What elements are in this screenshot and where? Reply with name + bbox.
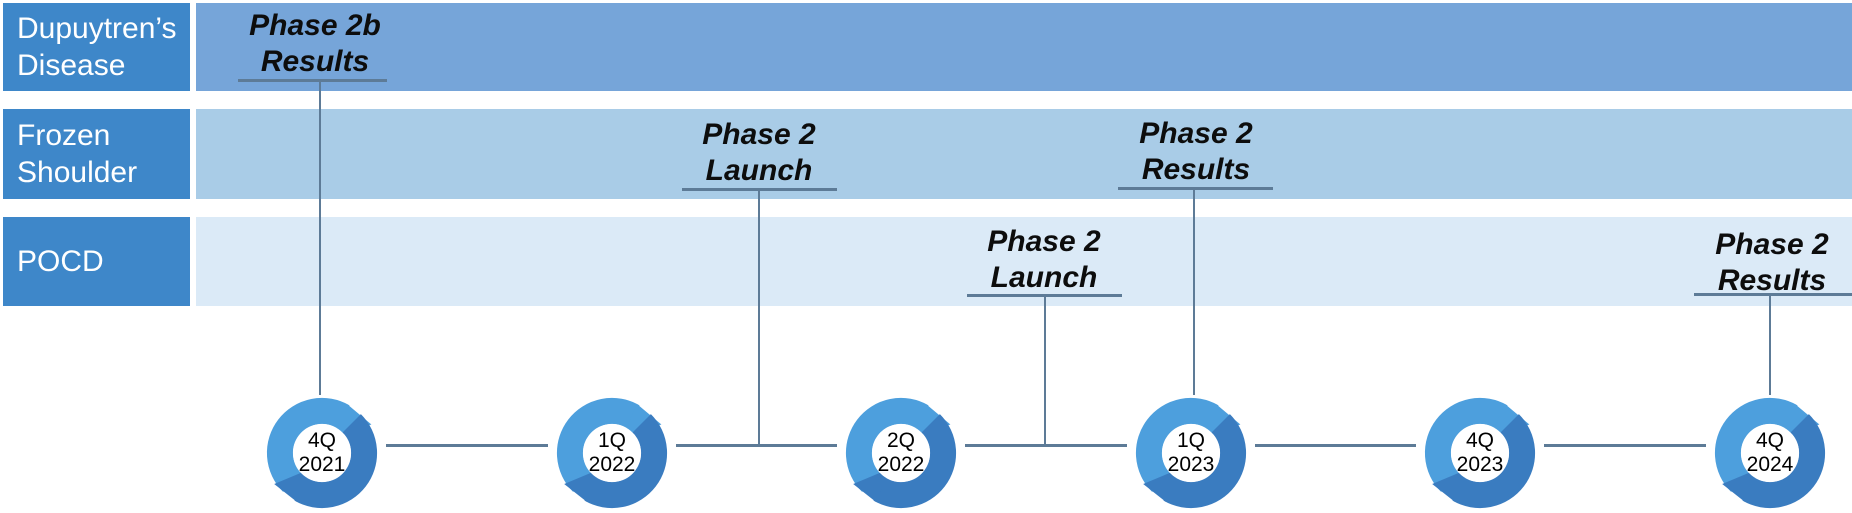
quarter-value: 4Q — [1465, 429, 1494, 452]
quarter-label: 1Q 2023 — [1131, 393, 1251, 513]
quarter-value: 1Q — [597, 429, 626, 452]
timeline-connector-line — [965, 444, 1127, 447]
milestone-line: Launch — [990, 261, 1098, 294]
track-label-line: Shoulder — [17, 156, 138, 189]
milestone-line: Launch — [705, 154, 813, 187]
cycle-arrows-icon — [266, 397, 378, 509]
connector-vertical-line — [1044, 296, 1046, 446]
quarter-node-2q-2022: 2Q 2022 — [841, 393, 961, 513]
track-label-pocd: POCD — [3, 217, 190, 306]
cycle-arrows-icon — [1135, 397, 1247, 509]
milestone-dupuytrens-phase2b-results: Phase 2b Results — [195, 8, 435, 80]
quarter-node-1q-2022: 1Q 2022 — [552, 393, 672, 513]
quarter-node-4q-2021: 4Q 2021 — [262, 393, 382, 513]
milestone-line: Phase 2 — [987, 225, 1101, 258]
track-label-line: POCD — [17, 245, 104, 278]
quarter-label: 4Q 2024 — [1710, 393, 1830, 513]
milestone-frozen-shoulder-phase2-launch: Phase 2 Launch — [639, 117, 879, 189]
milestone-line: Phase 2 — [1715, 228, 1829, 261]
milestone-line: Results — [1141, 153, 1251, 186]
milestone-line: Results — [1717, 264, 1827, 297]
milestone-underline — [967, 294, 1122, 297]
cycle-arrows-icon — [1424, 397, 1536, 509]
milestone-underline — [1118, 187, 1273, 190]
timeline-connector-line — [676, 444, 837, 447]
cycle-arrows-icon — [556, 397, 668, 509]
milestone-underline — [682, 188, 837, 191]
milestone-line: Phase 2 — [1139, 117, 1253, 150]
milestone-line: Phase 2 — [702, 118, 816, 151]
timeline-connector-line — [386, 444, 548, 447]
track-label-line: Frozen — [17, 119, 111, 152]
milestone-line: Results — [260, 45, 370, 78]
quarter-label: 1Q 2022 — [552, 393, 672, 513]
track-label-frozen-shoulder: Frozen Shoulder — [3, 109, 190, 199]
year-value: 2023 — [1456, 453, 1504, 476]
connector-vertical-line — [758, 190, 760, 446]
connector-vertical-line — [1769, 295, 1771, 395]
milestone-underline — [238, 79, 387, 82]
quarter-label: 4Q 2023 — [1420, 393, 1540, 513]
year-value: 2024 — [1746, 453, 1794, 476]
quarter-value: 2Q — [886, 429, 915, 452]
quarter-node-4q-2024: 4Q 2024 — [1710, 393, 1830, 513]
track-band-dupuytrens-disease — [196, 3, 1852, 91]
milestone-pocd-phase2-results: Phase 2 Results — [1652, 227, 1852, 299]
timeline-connector-line — [1255, 444, 1416, 447]
year-value: 2022 — [877, 453, 925, 476]
quarter-value: 1Q — [1176, 429, 1205, 452]
connector-vertical-line — [319, 80, 321, 395]
track-band-pocd — [196, 217, 1852, 306]
cycle-arrows-icon — [845, 397, 957, 509]
milestone-frozen-shoulder-phase2-results: Phase 2 Results — [1076, 116, 1316, 188]
year-value: 2021 — [298, 453, 346, 476]
year-value: 2023 — [1167, 453, 1215, 476]
connector-vertical-line — [1193, 189, 1195, 395]
year-value: 2022 — [588, 453, 636, 476]
quarter-label: 4Q 2021 — [262, 393, 382, 513]
timeline-connector-line — [1544, 444, 1706, 447]
track-band-frozen-shoulder — [196, 109, 1852, 199]
quarter-node-1q-2023: 1Q 2023 — [1131, 393, 1251, 513]
quarter-node-4q-2023: 4Q 2023 — [1420, 393, 1540, 513]
track-label-line: Dupuytren’s — [17, 12, 177, 45]
milestone-line: Phase 2b — [249, 9, 381, 42]
track-label-dupuytrens-disease: Dupuytren’s Disease — [3, 3, 190, 91]
track-label-line: Disease — [17, 49, 126, 82]
quarter-value: 4Q — [1755, 429, 1784, 452]
quarter-value: 4Q — [307, 429, 336, 452]
cycle-arrows-icon — [1714, 397, 1826, 509]
quarter-label: 2Q 2022 — [841, 393, 961, 513]
milestone-underline — [1694, 293, 1852, 296]
milestone-pocd-phase2-launch: Phase 2 Launch — [924, 224, 1164, 296]
